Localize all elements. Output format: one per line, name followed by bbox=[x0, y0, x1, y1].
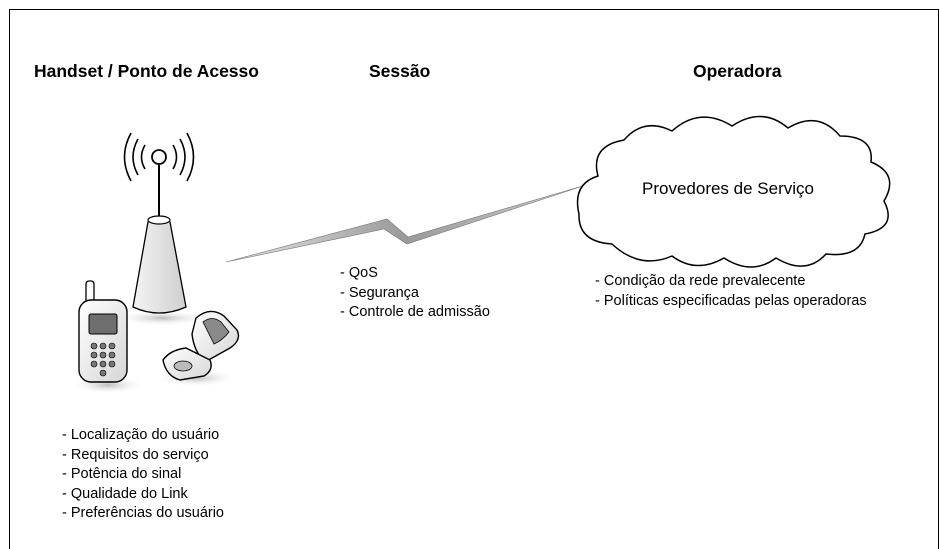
lightning-link-icon bbox=[225, 184, 587, 263]
list-item: Controle de admissão bbox=[340, 303, 490, 323]
list-item: Potência do sinal bbox=[62, 465, 224, 485]
operator-list: Condição da rede prevalecente Políticas … bbox=[595, 272, 867, 311]
handset-list: Localização do usuário Requisitos do ser… bbox=[62, 426, 224, 524]
session-heading: Sessão bbox=[369, 61, 431, 81]
flip-phone-icon bbox=[154, 310, 240, 387]
list-item: QoS bbox=[340, 264, 490, 284]
mobile-phone-icon bbox=[70, 280, 146, 394]
operator-heading: Operadora bbox=[693, 61, 782, 81]
radio-waves-icon bbox=[123, 132, 195, 182]
list-item: Segurança bbox=[340, 284, 490, 304]
cloud-label: Provedores de Serviço bbox=[642, 179, 814, 198]
antenna-icon bbox=[114, 149, 210, 326]
handset-heading: Handset / Ponto de Acesso bbox=[34, 61, 259, 81]
list-item: Requisitos do serviço bbox=[62, 446, 224, 466]
list-item: Políticas especificadas pelas operadoras bbox=[595, 292, 867, 312]
cloud-icon bbox=[576, 115, 891, 268]
list-item: Preferências do usuário bbox=[62, 504, 224, 524]
list-item: Condição da rede prevalecente bbox=[595, 272, 867, 292]
session-list: QoS Segurança Controle de admissão bbox=[340, 264, 490, 323]
diagram-frame bbox=[9, 9, 939, 549]
list-item: Qualidade do Link bbox=[62, 485, 224, 505]
list-item: Localização do usuário bbox=[62, 426, 224, 446]
